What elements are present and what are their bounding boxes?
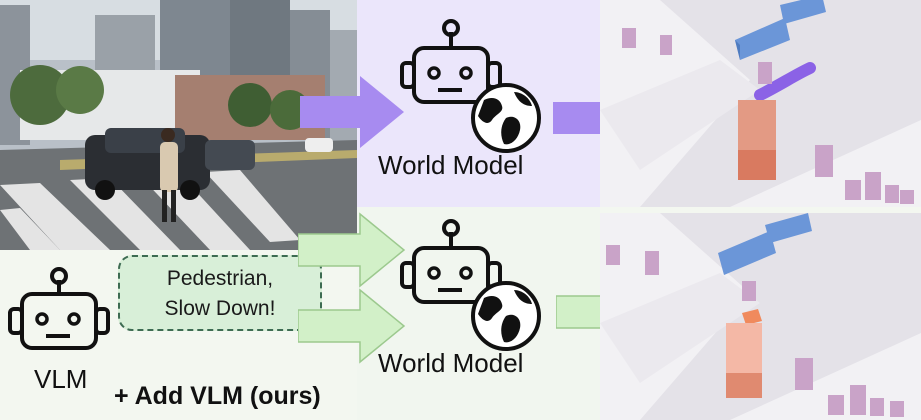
top-globe-icon <box>471 83 541 153</box>
street-scene-photo <box>0 0 357 250</box>
add-vlm-caption: + Add VLM (ours) <box>114 382 321 410</box>
bottom-globe-icon <box>471 281 541 351</box>
vlm-speech-bubble: Pedestrian, Slow Down! <box>118 255 322 331</box>
top-world-model-label: World Model <box>378 150 524 180</box>
top-robot-icon <box>400 19 502 104</box>
vlm-robot-icon <box>8 267 110 350</box>
bottom-image-arrow <box>298 212 406 288</box>
top-scene-render <box>600 0 921 207</box>
bottom-text-arrow <box>298 288 406 364</box>
bottom-robot-icon <box>400 219 502 304</box>
vlm-label: VLM <box>34 364 88 394</box>
bubble-line-1: Pedestrian, <box>166 267 274 290</box>
bottom-world-model-label: World Model <box>378 348 524 378</box>
bottom-scene-render <box>600 213 921 420</box>
bubble-line-2: Slow Down! <box>164 297 276 320</box>
top-input-arrow <box>300 76 404 148</box>
